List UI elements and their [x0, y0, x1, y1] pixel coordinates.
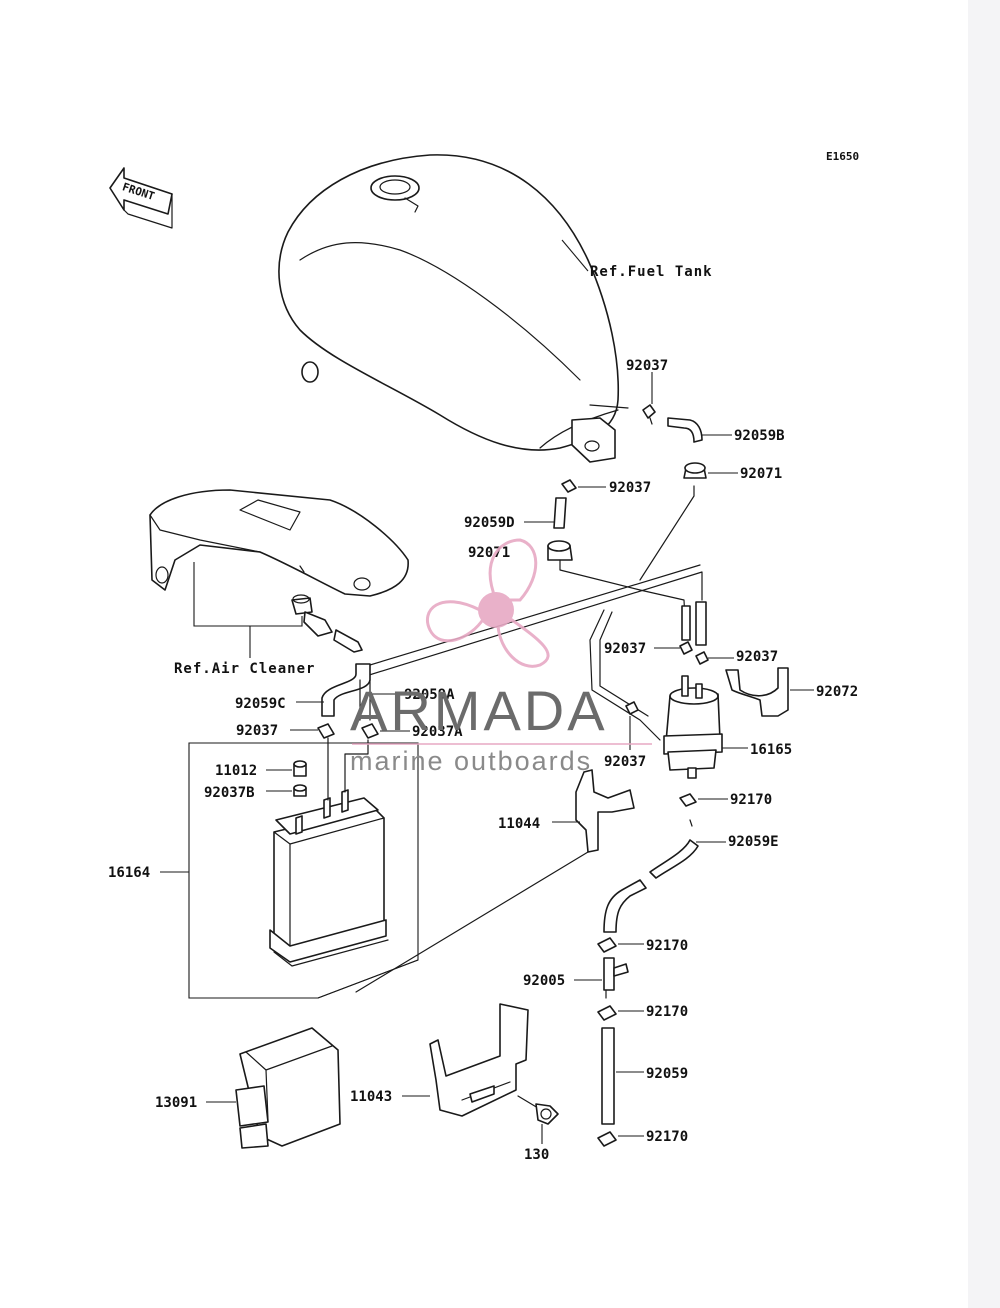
canister-frame-16164	[188, 742, 419, 999]
label-92170-a: 92170	[730, 792, 772, 808]
clamp-92037-low	[625, 701, 639, 715]
hose-92059C	[321, 663, 371, 717]
label-92059C: 92059C	[235, 696, 286, 712]
label-92071-right: 92071	[740, 466, 782, 482]
bracket-11043	[429, 1003, 529, 1117]
label-11044: 11044	[498, 816, 540, 832]
watermark-brand: ARMADA	[350, 679, 608, 742]
clamp-92037-top	[642, 404, 656, 425]
t-joint-92005	[603, 957, 629, 999]
hose-92059D	[553, 497, 567, 529]
label-13091: 13091	[155, 1095, 197, 1111]
ref-fuel-tank: Ref.Fuel Tank	[590, 264, 713, 280]
clamp-92037-left	[317, 723, 335, 739]
clamp-92170-a	[679, 793, 697, 807]
label-92037A: 92037A	[412, 724, 463, 740]
hose-92059	[601, 1027, 615, 1125]
front-arrow-icon: FRONT	[109, 167, 173, 229]
canister-16164	[269, 737, 389, 967]
label-16164: 16164	[108, 865, 150, 881]
clamp-92037-mid	[679, 641, 693, 655]
label-92005: 92005	[523, 973, 565, 989]
label-130: 130	[524, 1147, 549, 1163]
watermark-tagline: marine outboards	[350, 746, 592, 776]
label-92037-low: 92037	[604, 754, 646, 770]
label-92037-tank: 92037	[609, 480, 651, 496]
label-92170-d: 92170	[646, 1129, 688, 1145]
armada-watermark: ARMADA marine outboards	[350, 538, 652, 776]
fuel-tank	[278, 154, 629, 463]
page-edge	[968, 0, 1000, 1308]
label-92037-left: 92037	[236, 723, 278, 739]
label-92059B: 92059B	[734, 428, 785, 444]
label-92037-mid: 92037	[604, 641, 646, 657]
leader-air-cleaner	[193, 562, 303, 627]
fuel-pump-16165	[663, 675, 723, 779]
label-16165: 16165	[750, 742, 792, 758]
label-92059E: 92059E	[728, 834, 779, 850]
hose-92059B	[667, 417, 703, 443]
label-92059D: 92059D	[464, 515, 515, 531]
cap-11012	[293, 760, 307, 777]
ref-air-cleaner: Ref.Air Cleaner	[174, 661, 315, 677]
clamp-92037-tank	[561, 479, 577, 493]
label-92072: 92072	[816, 684, 858, 700]
clamp-92170-d	[597, 1131, 617, 1147]
clamp-92037A	[361, 723, 379, 739]
label-92071-left: 92071	[468, 545, 510, 561]
bracket-11044	[355, 769, 635, 993]
bracket-92072	[725, 667, 789, 717]
label-92037-top: 92037	[626, 358, 668, 374]
grommet-92071-left	[547, 540, 573, 561]
plug-92037B	[293, 784, 307, 797]
clamp-92170-c	[597, 1005, 617, 1021]
cover-13091	[235, 1027, 341, 1149]
vent-pipes	[359, 485, 707, 741]
label-11012: 11012	[215, 763, 257, 779]
bolt-130	[517, 1095, 559, 1125]
label-92059A: 92059A	[404, 687, 455, 703]
label-92170-c: 92170	[646, 1004, 688, 1020]
label-92170-b: 92170	[646, 938, 688, 954]
propeller-logo-icon	[426, 538, 550, 668]
clamp-92170-b	[597, 937, 617, 953]
diagram-code: E1650	[826, 150, 859, 163]
label-11043: 11043	[350, 1089, 392, 1105]
air-cleaner	[149, 489, 409, 653]
label-92037-mid-right: 92037	[736, 649, 778, 665]
hose-92059E	[603, 819, 699, 933]
clamp-92037-mid-right	[695, 651, 709, 665]
hose-92059A	[359, 679, 371, 721]
grommet-92071-right	[683, 462, 707, 479]
label-92059: 92059	[646, 1066, 688, 1082]
leader-fuel-tank	[561, 239, 589, 272]
label-92037B: 92037B	[204, 785, 255, 801]
